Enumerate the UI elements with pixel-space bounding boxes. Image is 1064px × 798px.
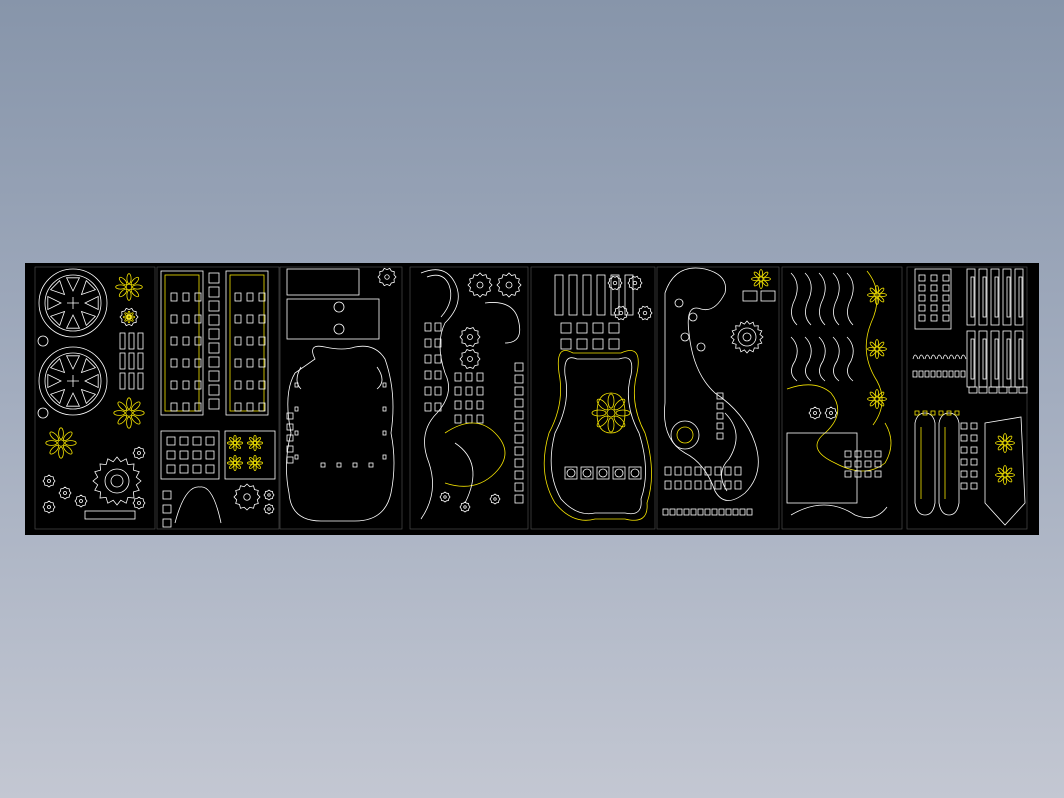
- sheet-3-parts: [286, 267, 397, 522]
- sheet-6-parts: [662, 267, 776, 516]
- cad-drawing: [34, 266, 1028, 530]
- drawing-sheet-7: [781, 266, 903, 530]
- sheet-2-parts: [160, 270, 276, 528]
- sheet-1-parts: [37, 268, 146, 520]
- drawing-sheet-2: [156, 266, 280, 530]
- sheet-8-parts: [912, 268, 1028, 526]
- drawing-sheet-4: [409, 266, 529, 530]
- sheet-5-parts: [543, 274, 653, 521]
- drawing-sheet-6: [656, 266, 780, 530]
- sheet-7-parts: [786, 270, 892, 519]
- drawing-sheet-5: [530, 266, 656, 530]
- drawing-sheet-1: [34, 266, 156, 530]
- cad-viewport[interactable]: [25, 263, 1039, 535]
- drawing-sheet-3: [279, 266, 403, 530]
- drawing-sheet-8: [906, 266, 1028, 530]
- sheet-4-parts: [420, 269, 524, 520]
